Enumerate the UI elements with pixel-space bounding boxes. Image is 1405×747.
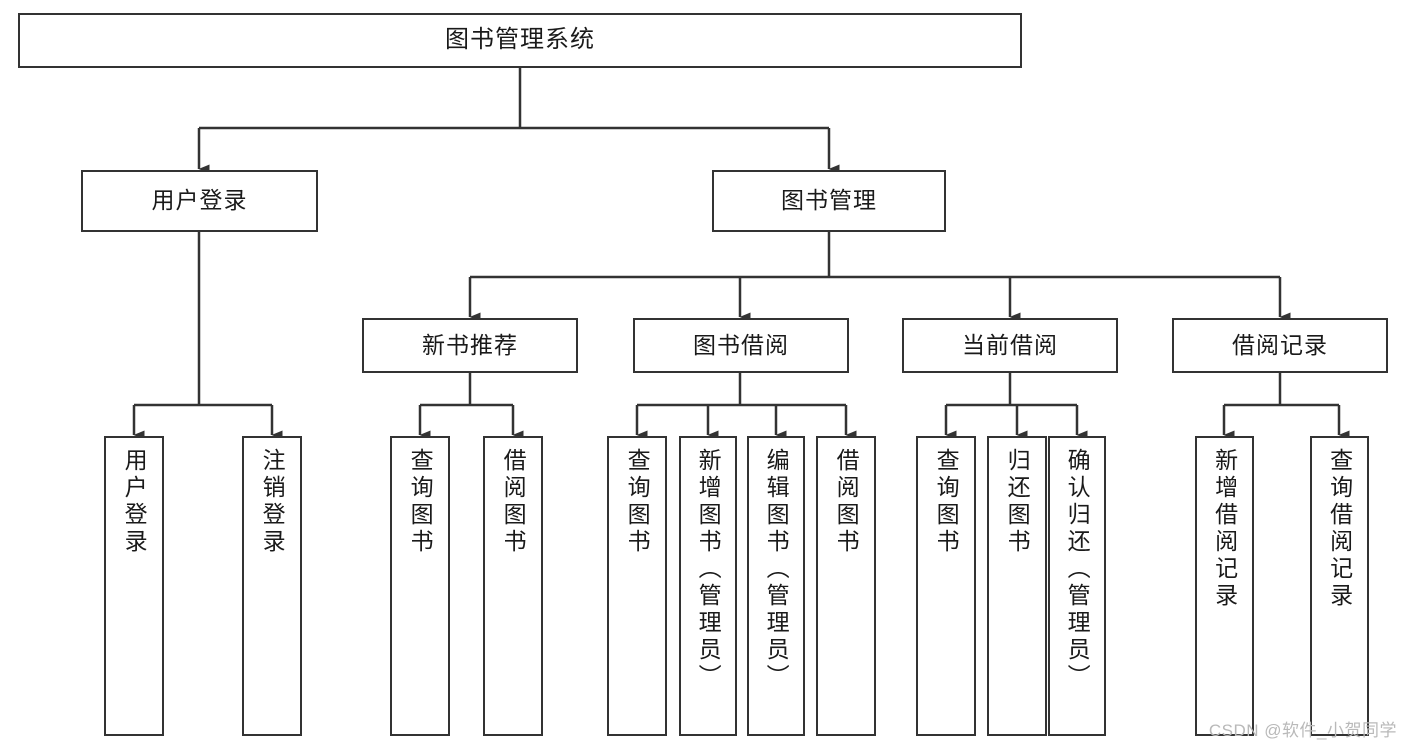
node-label: 注销登录: [259, 448, 286, 556]
node-label: 用户登录: [121, 448, 148, 556]
node-leaf-confirm-return[interactable]: 确认归还（管理员）: [1048, 436, 1106, 736]
node-label: 查询图书: [407, 448, 434, 556]
node-label: 查询图书: [933, 448, 960, 556]
node-label: 借阅图书: [833, 448, 860, 556]
node-new-book-recommend[interactable]: 新书推荐: [362, 318, 578, 373]
node-leaf-query-book-1[interactable]: 查询图书: [390, 436, 450, 736]
node-label: 当前借阅: [962, 331, 1058, 358]
node-label: 查询图书: [624, 448, 651, 556]
node-leaf-add-borrow-record[interactable]: 新增借阅记录: [1195, 436, 1254, 736]
node-leaf-return-book[interactable]: 归还图书: [987, 436, 1047, 736]
node-label: 归还图书: [1004, 448, 1031, 556]
node-label: 新书推荐: [422, 331, 518, 358]
node-label: 确认归还（管理员）: [1064, 448, 1091, 691]
node-label: 借阅图书: [500, 448, 527, 556]
node-book-manage[interactable]: 图书管理: [712, 170, 946, 232]
node-leaf-query-book-2[interactable]: 查询图书: [607, 436, 667, 736]
node-leaf-query-book-3[interactable]: 查询图书: [916, 436, 976, 736]
node-label: 图书管理系统: [445, 26, 595, 54]
node-leaf-borrow-book-1[interactable]: 借阅图书: [483, 436, 543, 736]
node-label: 用户登录: [151, 187, 248, 214]
node-leaf-query-borrow-record[interactable]: 查询借阅记录: [1310, 436, 1369, 736]
node-leaf-logout-login[interactable]: 注销登录: [242, 436, 302, 736]
node-leaf-add-book[interactable]: 新增图书（管理员）: [679, 436, 737, 736]
node-label: 图书管理: [781, 187, 877, 214]
node-label: 新增借阅记录: [1211, 448, 1238, 610]
node-label: 新增图书（管理员）: [695, 448, 722, 691]
node-leaf-edit-book[interactable]: 编辑图书（管理员）: [747, 436, 805, 736]
node-leaf-user-login[interactable]: 用户登录: [104, 436, 164, 736]
node-current-borrow[interactable]: 当前借阅: [902, 318, 1118, 373]
node-root[interactable]: 图书管理系统: [18, 13, 1022, 68]
node-borrow-record[interactable]: 借阅记录: [1172, 318, 1388, 373]
node-label: 借阅记录: [1232, 331, 1328, 358]
watermark-credit: CSDN @软件_小贺同学: [1208, 721, 1397, 740]
node-leaf-borrow-book-2[interactable]: 借阅图书: [816, 436, 876, 736]
node-book-borrow[interactable]: 图书借阅: [633, 318, 849, 373]
node-label: 查询借阅记录: [1326, 448, 1353, 610]
node-label: 编辑图书（管理员）: [763, 448, 790, 691]
node-user-login[interactable]: 用户登录: [81, 170, 318, 232]
node-label: 图书借阅: [693, 331, 789, 358]
